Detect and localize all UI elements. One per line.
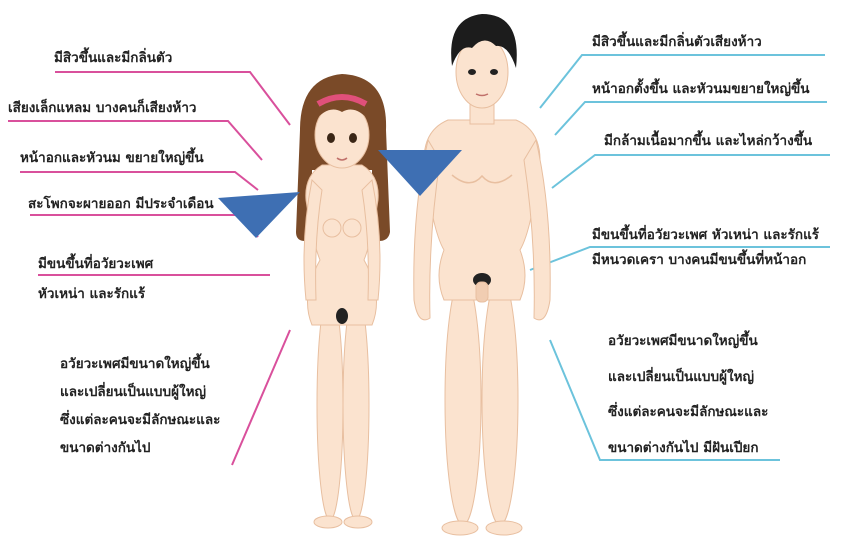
male-leg-right [481, 274, 519, 526]
female-mouth [336, 157, 348, 161]
male-mouth [475, 93, 489, 97]
female-label-acne: มีสิวขึ้นและมีกลิ่นตัว [54, 50, 173, 66]
male-leg-left [444, 274, 482, 526]
female-label-genital-1: อวัยวะเพศมีขนาดใหญ่ขึ้น [60, 356, 210, 372]
male-label-genital-4: ขนาดต่างกันไป มีฝันเปียก [608, 440, 759, 456]
male-label-hair-2: มีหนวดเครา บางคนมีขนขึ้นที่หน้าอก [592, 252, 807, 268]
triangle-marker-right [378, 150, 462, 196]
female-arm-left [303, 178, 323, 301]
male-label-genital-3: ซึ่งแต่ละคนจะมีลักษณะและ [608, 404, 769, 420]
female-bangs [314, 84, 370, 122]
female-label-hair-2: หัวเหน่า และรักแร้ [38, 286, 146, 302]
female-label-hips: สะโพกจะผายออก มีประจำเดือน [28, 196, 214, 212]
male-line-muscle [551, 154, 830, 189]
female-line-genital [231, 329, 291, 466]
male-chest-line [451, 174, 513, 184]
female-breast-right [342, 218, 362, 238]
female-foot-right [343, 515, 373, 529]
female-eye-right [349, 133, 357, 143]
female-line-hips [30, 214, 259, 238]
male-foot-left [441, 520, 479, 536]
female-line-acne [55, 71, 291, 126]
male-label-hair-1: มีขนขึ้นที่อวัยวะเพศ หัวเหน่า และรักแร้ [592, 227, 820, 243]
female-headband [316, 94, 368, 107]
male-eye-left [468, 69, 476, 75]
male-arm-right [523, 138, 551, 321]
male-line-chest [554, 101, 827, 136]
male-label-genital-1: อวัยวะเพศมีขนาดใหญ่ขึ้น [608, 333, 758, 349]
female-breast-left [322, 218, 342, 238]
male-label-muscle: มีกล้ามเนื้อมากขึ้น และไหล่กว้างขึ้น [604, 133, 813, 149]
female-torso [305, 164, 379, 326]
female-line-voice [8, 120, 263, 161]
male-label-genital-2: และเปลี่ยนเป็นแบบผู้ใหญ่ [608, 369, 754, 385]
male-line-acne [539, 54, 825, 109]
male-label-acne: มีสิวขึ้นและมีกลิ่นตัวเสียงห้าว [592, 34, 762, 50]
male-eye-right [490, 69, 498, 75]
female-arm-right [361, 178, 381, 301]
female-label-genital-4: ขนาดต่างกันไป [60, 440, 151, 456]
male-figure [413, 14, 551, 536]
female-label-genital-3: ซึ่งแต่ละคนจะมีลักษณะและ [60, 412, 221, 428]
female-figure [296, 74, 390, 529]
female-label-hair-1: มีขนขึ้นที่อวัยวะเพศ [38, 256, 154, 272]
male-genital [475, 281, 489, 303]
female-label-breast: หน้าอกและหัวนม ขยายใหญ่ขึ้น [20, 150, 204, 166]
triangle-marker-left [218, 192, 300, 238]
female-foot-left [313, 515, 343, 529]
male-label-chest: หน้าอกตั้งขึ้น และหัวนมขยายใหญ่ขึ้น [592, 81, 810, 97]
male-line-genital [549, 339, 780, 461]
female-label-voice: เสียงเล็กแหลม บางคนก็เสียงห้าว [8, 100, 197, 116]
female-eye-left [327, 133, 335, 143]
female-line-breast [20, 171, 259, 191]
male-foot-right [485, 520, 523, 536]
female-pubic-hair [336, 308, 348, 324]
female-label-genital-2: และเปลี่ยนเป็นแบบผู้ใหญ่ [60, 384, 206, 400]
male-hair [451, 14, 517, 68]
female-connector-lines [8, 71, 291, 466]
